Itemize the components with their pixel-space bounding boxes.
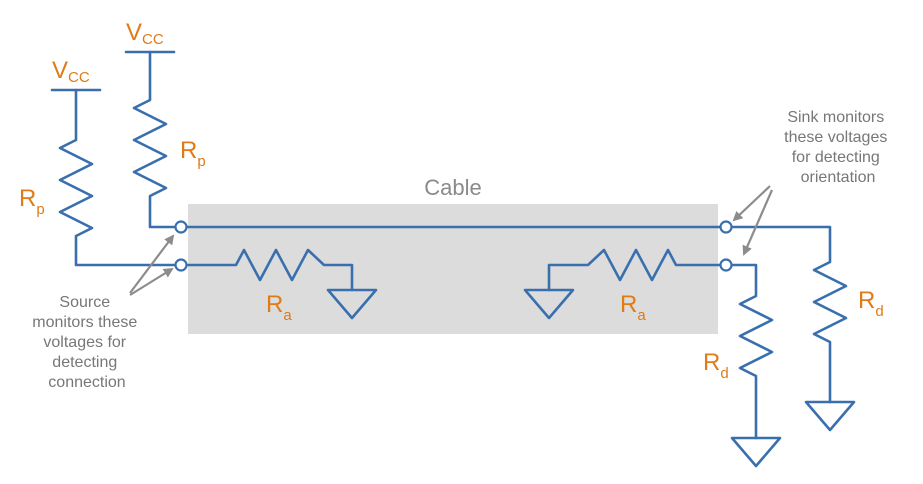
ra-resistor-right: [547, 248, 722, 292]
cc-node-sink-bottom: [719, 258, 733, 272]
cc-node-source-bottom: [174, 258, 188, 272]
vcc-label-left: VCC: [52, 57, 90, 86]
ground-symbol: [326, 288, 378, 320]
rd-label-left: Rd: [703, 349, 729, 382]
sink-note: Sink monitors these voltages for detecti…: [784, 109, 892, 186]
rd-label-right: Rd: [858, 287, 884, 320]
ra-label-left: Ra: [266, 291, 292, 324]
ra-label-right: Ra: [620, 291, 646, 324]
sink-arrow-top: [732, 185, 771, 222]
rp-label-right: Rp: [180, 137, 206, 170]
source-arrow-bottom: [129, 267, 174, 296]
source-arrow-top: [129, 234, 175, 294]
ground-symbol: [804, 400, 856, 432]
cc-node-source-top: [174, 220, 188, 234]
rd-resistor-left-wire: [729, 263, 774, 440]
cable-box: [188, 204, 718, 334]
vcc-label-right: VCC: [126, 19, 164, 48]
rp-label-left: Rp: [19, 185, 45, 218]
source-note: Source monitors these voltages for detec…: [32, 294, 141, 391]
rp-resistor-left: [58, 88, 178, 267]
ground-symbol: [730, 436, 782, 468]
sink-arrow-bottom: [742, 189, 774, 256]
ground-symbol: [523, 288, 575, 320]
rp-resistor-right: [132, 50, 178, 229]
cc-node-sink-top: [719, 220, 733, 234]
rd-resistor-right-wire: [729, 225, 848, 404]
ra-resistor-left: [185, 248, 354, 292]
cable-label: Cable: [424, 175, 481, 200]
